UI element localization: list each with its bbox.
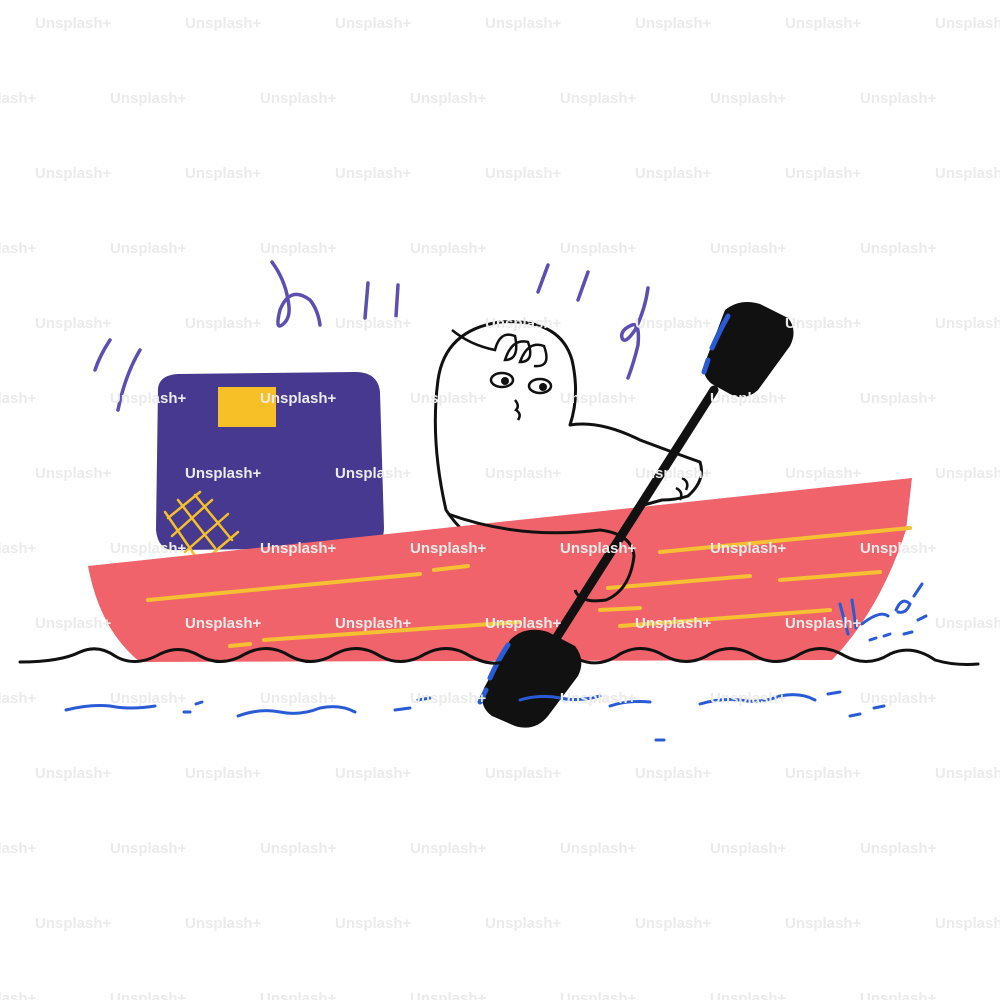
mouth bbox=[514, 399, 521, 421]
paddle bbox=[477, 302, 794, 728]
paddle-shaft bbox=[550, 385, 719, 645]
character-arm bbox=[447, 512, 636, 603]
hand-fingers bbox=[594, 476, 689, 603]
boat-stripes bbox=[146, 526, 912, 648]
water-ripples bbox=[64, 582, 928, 742]
boat-hull bbox=[88, 478, 912, 662]
cargo-box bbox=[156, 372, 384, 562]
character-hair bbox=[451, 329, 548, 368]
paddle-blade-top bbox=[704, 302, 794, 398]
paddle-blade-bottom bbox=[482, 629, 582, 728]
water-line bbox=[18, 647, 980, 666]
water bbox=[18, 582, 980, 742]
motion-lines bbox=[93, 260, 650, 412]
box-label bbox=[218, 387, 276, 427]
boat bbox=[88, 478, 912, 662]
